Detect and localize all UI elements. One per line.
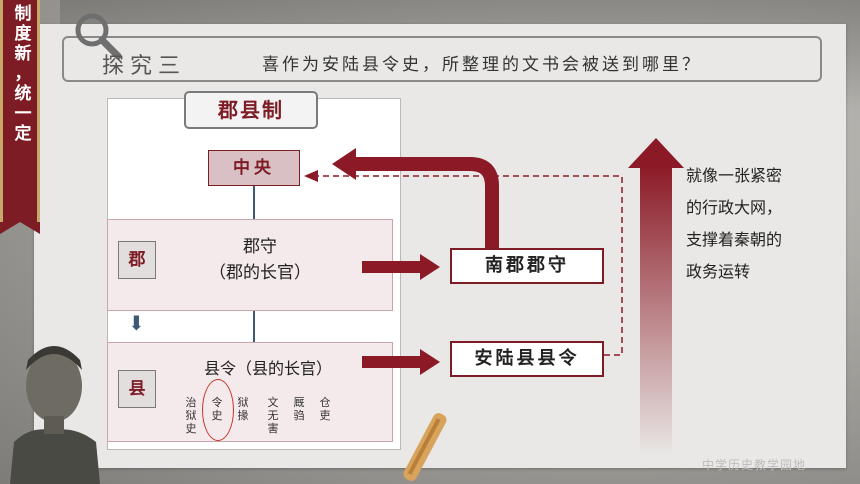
banner-char: ， <box>14 64 32 84</box>
side-description: 就像一张紧密的行政大网，支撑着秦朝的政务运转 <box>686 166 783 281</box>
official-title: 厩驺 <box>293 396 305 422</box>
connector-line <box>253 311 255 342</box>
jun-governor-desc: （郡的长官） <box>209 263 311 283</box>
banner-text: 制度新，统一定 <box>3 4 43 144</box>
official-title: 狱掾 <box>237 396 249 422</box>
banner-char: 度 <box>14 24 32 44</box>
jun-governor-title: 郡守 <box>243 237 277 257</box>
section-title: 探究三 <box>102 54 187 79</box>
banner-char: 制 <box>14 4 32 24</box>
jun-governor-text: 郡守 （郡的长官） <box>170 234 350 286</box>
banner-char: 新 <box>14 44 32 64</box>
county-magistrate-text: 县令（县的长官） <box>203 359 332 378</box>
scholar-bust-image <box>10 346 100 484</box>
official-title: 治狱史 <box>185 396 197 435</box>
magnifier-icon <box>75 13 122 60</box>
chapter-banner: 制度新，统一定 <box>0 0 40 222</box>
banner-char: 统 <box>14 84 32 104</box>
banner-tail <box>0 222 40 234</box>
central-government-box: 中央 <box>208 150 300 186</box>
banner-char: 一 <box>14 104 32 124</box>
down-arrow-icon: ⬇ <box>128 311 145 335</box>
question-text: 喜作为安陆县令史，所整理的文书会被送到哪里？ <box>262 55 702 75</box>
official-title: 文无害 <box>267 396 279 435</box>
banner-char: 定 <box>14 124 32 144</box>
scroll-decoration-icon <box>403 413 447 481</box>
anlu-magistrate-box: 安陆县县令 <box>450 341 604 377</box>
highlight-circle <box>202 379 234 441</box>
watermark: 中学历史教学园地 <box>702 458 807 472</box>
xian-tag: 县 <box>118 370 156 408</box>
official-title: 仓吏 <box>319 396 331 422</box>
connector-line <box>253 186 255 219</box>
header-frame <box>62 36 822 82</box>
nanjun-governor-box: 南郡郡守 <box>450 248 604 284</box>
system-title: 郡县制 <box>184 91 318 129</box>
jun-tag: 郡 <box>118 241 156 279</box>
